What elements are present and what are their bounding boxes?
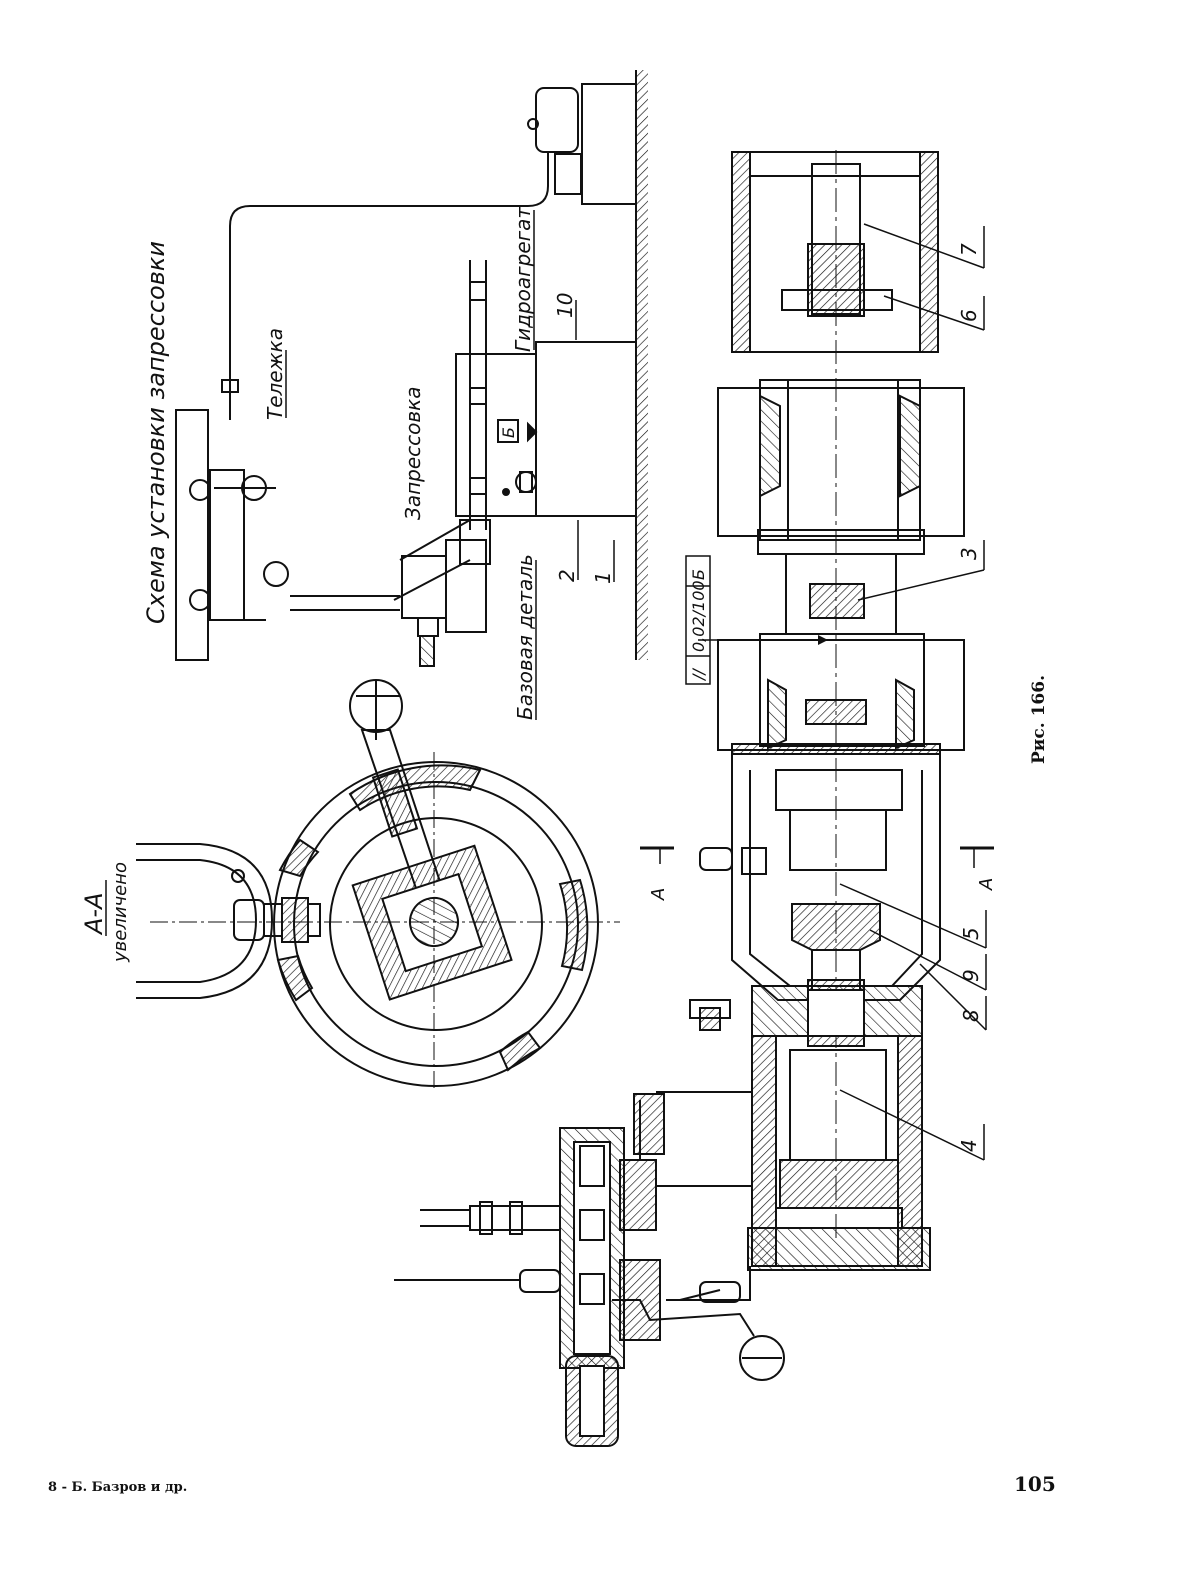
callout-4: 4 [957, 1139, 981, 1152]
footer-signature: 8 - Б. Базров и др. [48, 1480, 187, 1495]
callout-3: 3 [957, 547, 981, 560]
tolerance-value: 0,02/100 [689, 580, 708, 652]
cart-label: Тележка [263, 328, 287, 420]
section-mark-top: А [648, 888, 669, 901]
section-marks: А А [640, 848, 997, 901]
callout-5: 5 [959, 927, 983, 940]
section-a-a [136, 680, 620, 1088]
callout-2: 2 [555, 569, 579, 582]
pressing-label: Запрессовка [401, 386, 425, 520]
datum-letter: Б [499, 427, 518, 438]
section-title: А-А [80, 893, 108, 937]
tolerance-frame: // 0,02/100 Б [686, 556, 828, 684]
page-number: 105 [1014, 1472, 1056, 1496]
callout-6: 6 [957, 309, 981, 322]
section-mark-bottom: А [976, 878, 997, 891]
hydro-unit-label: Гидроагрегат [511, 206, 535, 352]
base-part-label: Базовая деталь [513, 554, 537, 720]
scheme-title: Схема установки запрессовки [142, 241, 170, 624]
tolerance-datum: Б [689, 569, 708, 580]
callout-10: 10 [553, 293, 577, 318]
callout-1: 1 [591, 571, 615, 584]
callout-9: 9 [959, 969, 983, 982]
main-assembly-view [394, 150, 964, 1446]
section-subtitle: увеличено [110, 862, 131, 963]
tolerance-symbol: // [689, 668, 708, 682]
figure-caption: Рис. 166. [1029, 675, 1049, 764]
callout-7: 7 [957, 243, 981, 256]
callout-8: 8 [959, 1009, 983, 1022]
